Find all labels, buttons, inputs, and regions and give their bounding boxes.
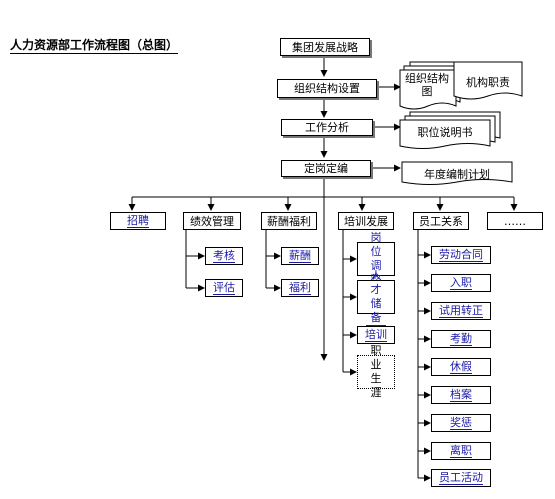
doc-job-description-label: 职位说明书 <box>417 126 473 139</box>
doc-job-duties-label: 机构职责 <box>466 76 510 89</box>
doc-org-chart-label: 组织结构图 <box>405 72 449 98</box>
flow-step-staffing: 定岗定编 <box>281 160 371 177</box>
page-title: 人力资源部工作流程图（总图） <box>10 38 179 54</box>
relations-item-resignation[interactable]: 离职 <box>431 442 491 460</box>
relations-item-labor-contract[interactable]: 劳动合同 <box>431 246 491 264</box>
training-item-position-adjustment[interactable]: 岗位调整 <box>357 231 395 288</box>
flow-step-org-structure: 组织结构设置 <box>277 79 377 98</box>
doc-shape-annual-plan <box>401 161 513 185</box>
relations-item-attendance[interactable]: 考勤 <box>431 330 491 348</box>
category-performance: 绩效管理 <box>183 212 241 230</box>
relations-item-staff-activities[interactable]: 员工活动 <box>431 469 491 487</box>
training-item-talent-pool[interactable]: 人才储备 <box>357 269 395 326</box>
relations-item-records[interactable]: 档案 <box>431 386 491 404</box>
doc-shape-job-description <box>399 119 491 149</box>
flow-step-job-analysis: 工作分析 <box>281 119 373 136</box>
relations-item-onboarding[interactable]: 入职 <box>431 274 491 292</box>
training-item-career: 职业生涯 <box>357 344 395 399</box>
doc-shape-duties <box>453 61 523 100</box>
compensation-item-benefits[interactable]: 福利 <box>281 279 319 297</box>
performance-item-assessment[interactable]: 考核 <box>205 247 243 265</box>
category-employee-relations: 员工关系 <box>413 212 469 230</box>
relations-item-probation[interactable]: 试用转正 <box>431 302 491 320</box>
relations-item-rewards-penalties[interactable]: 奖惩 <box>431 414 491 432</box>
flow-step-strategy: 集团发展战略 <box>280 38 370 56</box>
category-recruitment[interactable]: 招聘 <box>110 212 166 230</box>
training-item-training[interactable]: 培训 <box>357 326 395 344</box>
category-more: …… <box>487 212 543 230</box>
doc-annual-plan-label: 年度编制计划 <box>424 168 490 181</box>
performance-item-evaluation[interactable]: 评估 <box>205 279 243 297</box>
category-training: 培训发展 <box>338 212 394 230</box>
doc-shape-org-chart <box>399 69 457 110</box>
relations-item-leave[interactable]: 休假 <box>431 358 491 376</box>
category-compensation: 薪酬福利 <box>261 212 317 230</box>
compensation-item-salary[interactable]: 薪酬 <box>281 247 319 265</box>
